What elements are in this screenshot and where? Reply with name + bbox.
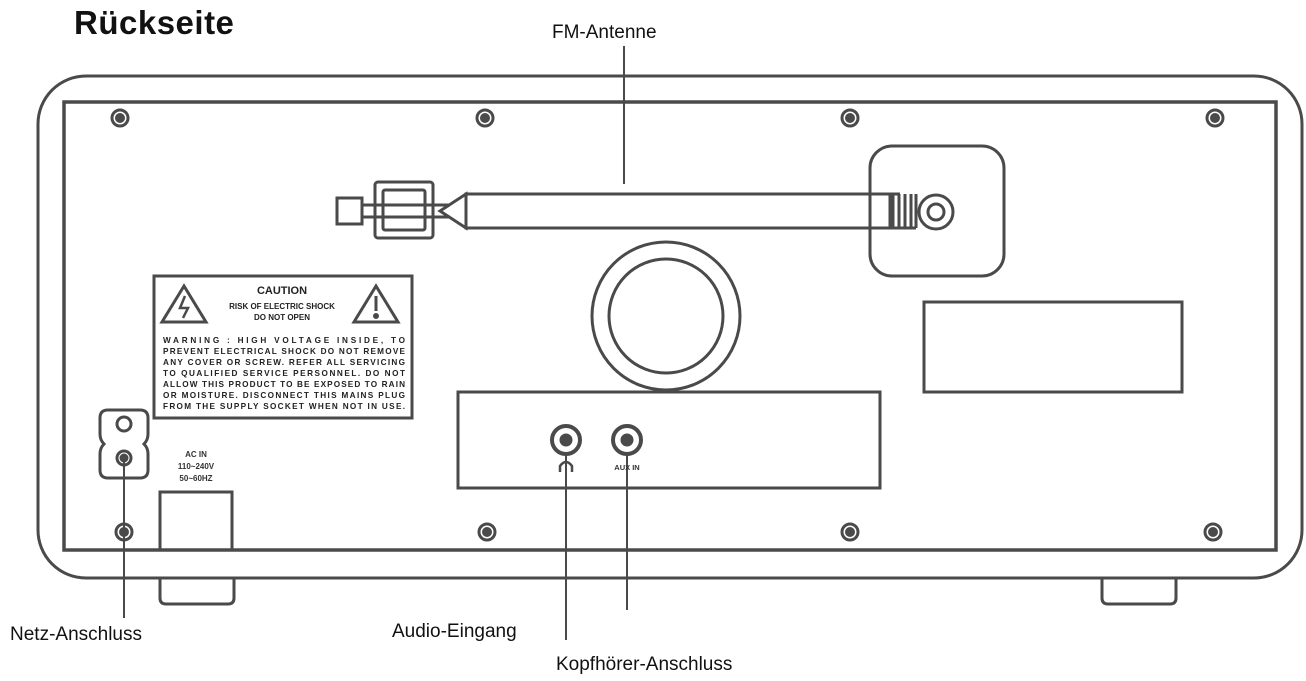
cabinet-outer bbox=[36, 74, 1304, 580]
caution-warning-line: FROM THE SUPPLY SOCKET WHEN NOT IN USE. bbox=[163, 402, 405, 411]
ac-voltage-label: 110~240V bbox=[178, 462, 215, 471]
back-panel bbox=[62, 100, 1278, 552]
caution-warning-line: WARNING : HIGH VOLTAGE INSIDE, TO bbox=[163, 336, 406, 345]
callout-audio-in: Audio-Eingang bbox=[392, 621, 517, 642]
ac-frequency-label: 50~60HZ bbox=[179, 474, 212, 483]
fm-antenna bbox=[335, 180, 955, 240]
bass-port bbox=[590, 240, 742, 392]
right-foot bbox=[1100, 578, 1178, 606]
caution-warning-line: PREVENT ELECTRICAL SHOCK DO NOT REMOVE bbox=[163, 347, 406, 356]
callout-power: Netz-Anschluss bbox=[10, 624, 142, 645]
aux-in-jack[interactable] bbox=[611, 424, 643, 456]
screw bbox=[110, 108, 130, 128]
callout-headphones: Kopfhörer-Anschluss bbox=[556, 654, 733, 675]
aux-in-label: AUX IN bbox=[614, 463, 639, 472]
callout-fm-antenna: FM-Antenne bbox=[552, 22, 657, 43]
headphone-jack[interactable] bbox=[550, 424, 582, 456]
caution-warning-line: ALLOW THIS PRODUCT TO BE EXPOSED TO RAIN bbox=[163, 380, 405, 389]
caution-warning-line: ANY COVER OR SCREW. REFER ALL SERVICING bbox=[163, 358, 405, 367]
screw bbox=[475, 108, 495, 128]
screw bbox=[1203, 522, 1223, 542]
screw bbox=[1205, 108, 1225, 128]
power-socket[interactable] bbox=[98, 408, 150, 480]
screw bbox=[477, 522, 497, 542]
screw bbox=[840, 522, 860, 542]
caution-line-2: DO NOT OPEN bbox=[254, 313, 310, 322]
cable-entry bbox=[158, 490, 234, 550]
page-title: Rückseite bbox=[74, 4, 235, 41]
caution-warning-line: TO QUALIFIED SERVICE PERSONNEL. DO NOT bbox=[163, 369, 405, 378]
rating-label bbox=[922, 300, 1184, 394]
screw bbox=[840, 108, 860, 128]
caution-heading: CAUTION bbox=[257, 285, 307, 297]
left-foot bbox=[158, 578, 236, 606]
jack-panel bbox=[456, 390, 882, 490]
caution-label bbox=[152, 274, 414, 420]
ac-in-label: AC IN bbox=[185, 450, 207, 459]
antenna-mount bbox=[868, 144, 1006, 278]
caution-warning-line: OR MOISTURE. DISCONNECT THIS MAINS PLUG bbox=[163, 391, 405, 400]
caution-line-1: RISK OF ELECTRIC SHOCK bbox=[229, 302, 335, 311]
